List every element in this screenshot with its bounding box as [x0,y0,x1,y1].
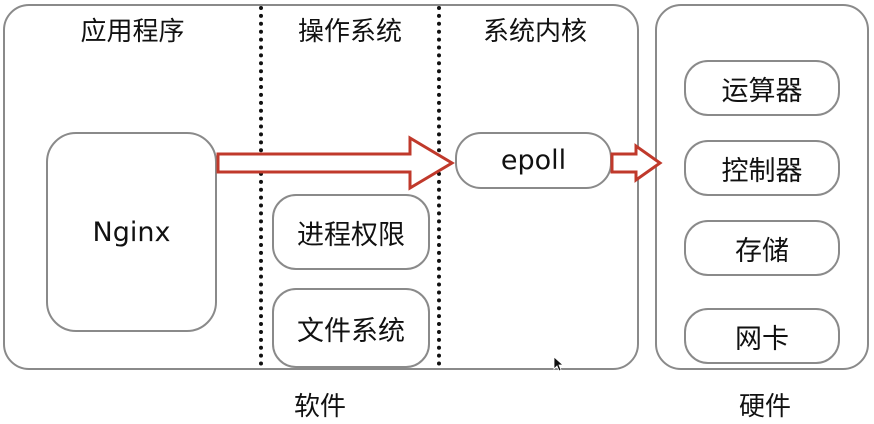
hardware-frame [655,4,869,370]
column-title-application: 应用程序 [80,17,185,47]
nginx-node: Nginx [46,132,217,332]
divider-os-kernel [437,6,441,366]
controller-node: 控制器 [684,140,840,196]
mouse-pointer-icon [553,356,563,372]
column-title-kernel: 系统内核 [482,17,587,47]
storage-label: 存储 [735,235,789,267]
epoll-node: epoll [455,132,612,189]
software-frame [3,4,639,370]
process-permission-node: 进程权限 [272,194,430,270]
alu-label: 运算器 [721,75,803,107]
nginx-label: Nginx [92,216,171,248]
file-system-label: 文件系统 [297,315,405,347]
divider-app-os [259,6,263,366]
hardware-caption: 硬件 [738,392,791,422]
column-title-os: 操作系统 [297,17,402,47]
software-caption: 软件 [293,392,346,422]
nic-label: 网卡 [735,323,789,355]
epoll-label: epoll [500,145,567,176]
file-system-node: 文件系统 [272,288,430,368]
nic-node: 网卡 [684,308,840,364]
controller-label: 控制器 [721,155,803,187]
alu-node: 运算器 [684,60,840,116]
process-permission-label: 进程权限 [297,219,405,251]
storage-node: 存储 [684,220,840,276]
